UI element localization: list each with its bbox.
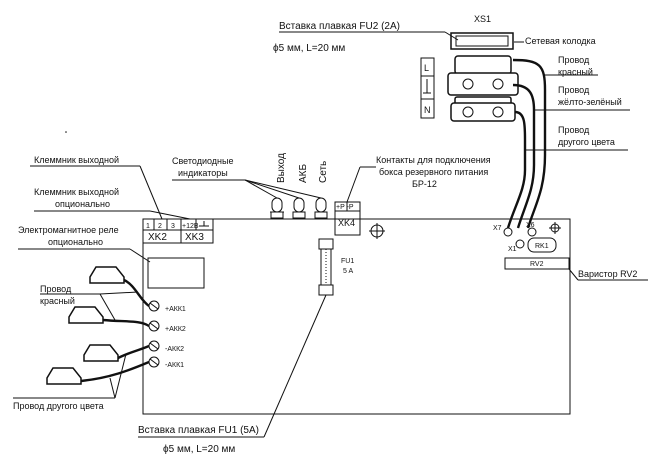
xk3-label: XK3 [185,232,204,243]
wire-red-left-1: Провод [40,284,72,294]
led-indicators [270,197,328,219]
rk1-label: RK1 [535,243,549,250]
xs1-label: XS1 [474,14,491,24]
fuse-fu1: FU1 5 A [318,238,354,296]
rv2-box [504,257,570,270]
akk2-plus-label: +АКК2 [165,326,186,333]
led-out-label: Выход [276,153,287,183]
rk1-box [527,237,557,253]
relay-label-1: Электромагнитное реле [18,225,119,235]
wire-yg-1: Провод [558,85,590,95]
wire-other-top-2: другого цвета [558,137,615,147]
xk2-pin-3: 3 [171,223,175,230]
crosshair-icon [369,223,385,239]
mount-hole-icon [549,222,561,234]
fu1-rating: 5 A [343,268,353,275]
fu2-label: Вставка плавкая FU2 (2A) [279,21,400,32]
xk4-pins: +P -P [336,204,354,211]
bp-label-3: БР-12 [412,179,437,189]
relay-box [147,257,205,289]
akk1-plus-label: +АКК1 [165,306,186,313]
wire-yg-2: жёлто-зелёный [558,97,622,107]
main-board [142,218,571,415]
led-label-1: Светодиодные [172,156,234,166]
wire-red-top-2: красный [558,67,593,77]
led-out [270,197,284,219]
fu2-dims: ϕ5 мм, L=20 мм [273,43,345,54]
xk2-label: XK2 [148,232,167,243]
xk4-label: XK4 [338,218,355,228]
xk3-pin-12v: +12B [182,223,199,230]
socket-label: Сетевая колодка [525,36,596,46]
n-letter: N [424,105,431,115]
socket-xs1: XS1 [447,14,519,122]
battery-clips [46,266,125,385]
led-net [314,197,328,219]
terminal-akk1-minus: -АКК1 [148,356,184,369]
x7-label: X7 [493,225,502,232]
terminal-akk2-plus: +АКК2 [148,320,186,333]
stray-dot [65,131,67,133]
rv2-label: RV2 [530,261,544,268]
ground-icon [199,221,209,227]
led-akb-label: АКБ [298,164,309,183]
out-term-opt-1: Клеммник выходной [34,187,119,197]
xk2-pin-2: 2 [158,223,162,230]
akk1-minus-label: -АКК1 [165,362,184,369]
arrow-down-icon [423,79,431,94]
varistor-label: Варистор RV2 [578,269,637,279]
out-term-label: Клеммник выходной [34,155,119,165]
wire-red-top-1: Провод [558,55,590,65]
terminal-akk2-minus: -АКК2 [148,340,184,353]
bp-label-1: Контакты для подключения [376,155,491,165]
wire-other-left-label: Провод другого цвета [13,401,104,411]
wire-red-left-2: красный [40,296,75,306]
fu1-callout: Вставка плавкая FU1 (5A) [138,425,259,436]
led-akb [292,197,306,219]
fu1-label: FU1 [341,258,354,265]
terminal-akk1-plus: +АКК1 [148,300,186,313]
out-term-opt-2: опционально [55,199,110,209]
mains-terminals: X7 X6 X1 RK1 RV2 [493,222,570,270]
bp-label-2: бокса резервного питания [379,167,488,177]
battery-terminals: +АКК1 +АКК2 -АКК2 -АКК1 [148,300,186,369]
battery-wires [80,278,150,383]
relay-label-2: опционально [48,237,103,247]
mains-wires [506,58,547,229]
l-n-marker: L N [420,57,435,119]
led-net-label: Сеть [318,161,329,183]
xk2-pin-1: 1 [146,223,150,230]
terminal-block-xk2-xk3: 1 2 3 +12B XK2 XK3 [142,218,214,244]
wire-other-top-1: Провод [558,125,590,135]
x1-label: X1 [508,246,517,253]
fu1-dims: ϕ5 мм, L=20 мм [163,444,235,455]
l-letter: L [424,63,429,73]
x6-label: X6 [526,222,535,229]
led-label-2: индикаторы [178,168,228,178]
akk2-minus-label: -АКК2 [165,346,184,353]
